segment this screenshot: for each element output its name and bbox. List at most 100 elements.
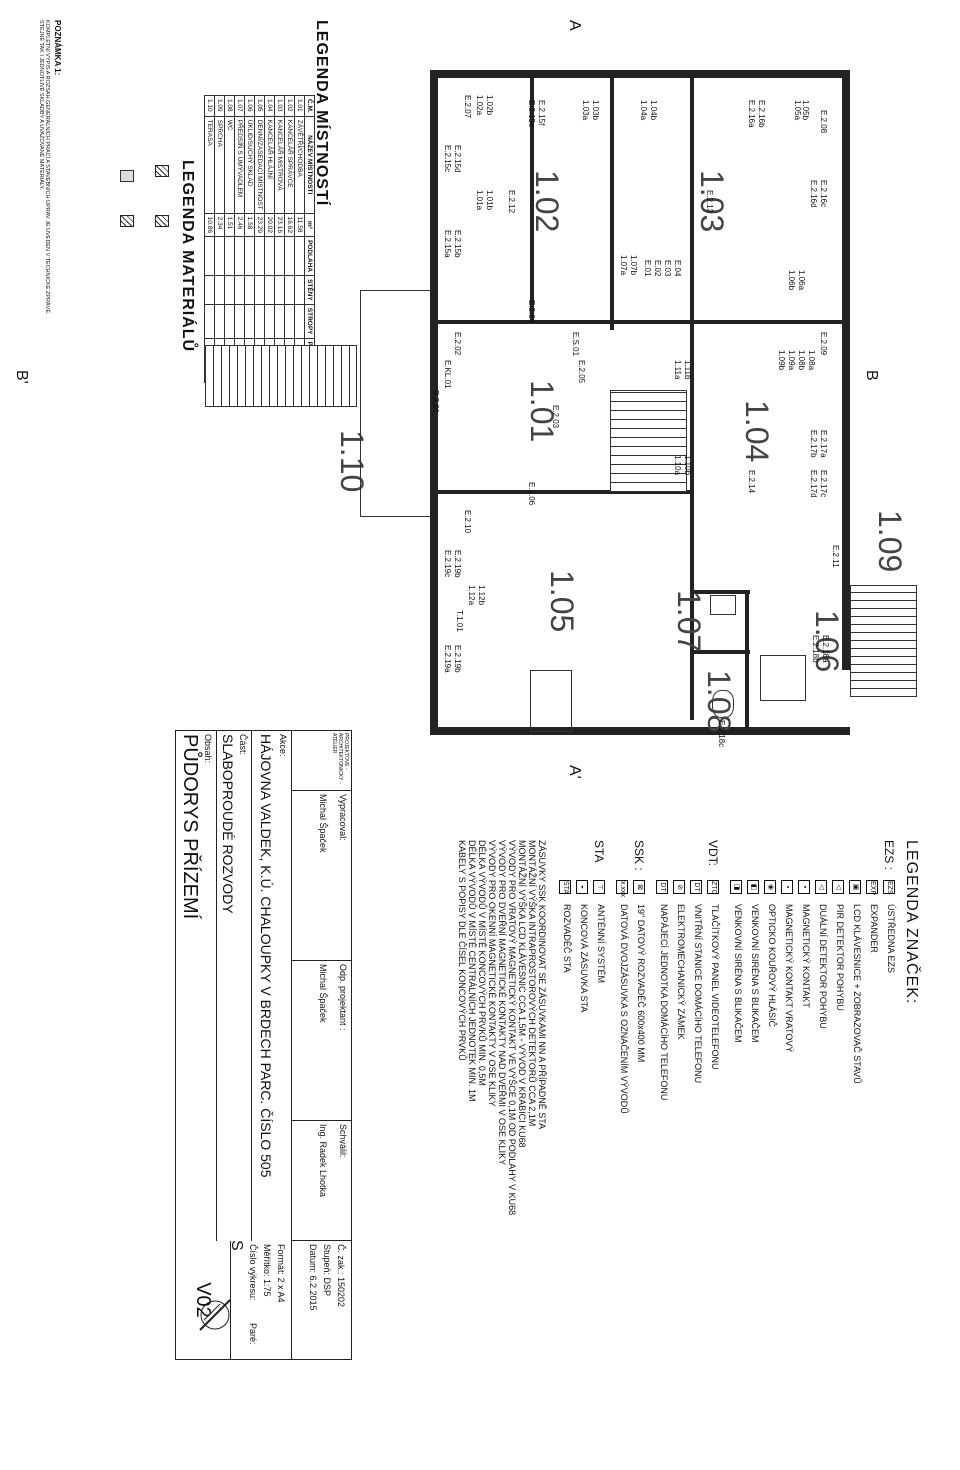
device-label: E.2.18a bbox=[821, 635, 830, 663]
legend-item-text: OPTICKO KOUŘOVÝ HLÁSIČ bbox=[767, 904, 777, 1028]
north-arrow-icon bbox=[185, 1410, 186, 1411]
table-cell bbox=[234, 236, 245, 276]
compass-icon bbox=[188, 1418, 189, 1419]
symbol-legend-title: LEGENDA ZNAČEK: bbox=[903, 840, 920, 1005]
table-cell: TERASA bbox=[204, 116, 215, 214]
table-cell: 10.86 bbox=[204, 213, 215, 237]
symbol-group-code: SSK : bbox=[632, 840, 646, 871]
table-cell: 1.08 bbox=[224, 95, 235, 117]
sink-fixture bbox=[710, 595, 736, 615]
legend-item-text: PIR DETEKTOR POHYBU bbox=[835, 904, 845, 1011]
legend-item-text: 19" DATOVÝ ROZVADĚČ 600x400 MM bbox=[636, 904, 646, 1063]
legend-item-text: MAGNETICKÝ KONTAKT bbox=[801, 904, 811, 1008]
symbol-group-code: STA bbox=[592, 840, 606, 863]
legend-item-text: KONCOVÁ ZÁSUVKA STA bbox=[579, 904, 589, 1013]
device-label: E.2.16c bbox=[819, 180, 828, 208]
table-cell bbox=[224, 236, 235, 276]
table-cell bbox=[274, 236, 285, 276]
north-compass-icon bbox=[190, 1410, 191, 1411]
table-cell bbox=[224, 275, 235, 305]
table-cell bbox=[264, 304, 275, 338]
legend-symbol-icon: ⊤ bbox=[593, 880, 605, 894]
material-swatch bbox=[120, 215, 134, 227]
table-cell bbox=[264, 275, 275, 305]
outer-wall-top bbox=[430, 70, 850, 78]
legend-symbol-icon: EXP bbox=[866, 880, 878, 895]
table-cell bbox=[274, 304, 285, 338]
device-label: E.2.01 bbox=[431, 390, 440, 414]
table-cell: 2.46 bbox=[234, 213, 245, 237]
staircase bbox=[610, 390, 687, 492]
legend-item-text: TLAČÍTKOVÝ PANEL VIDEOTELEFONU bbox=[710, 904, 720, 1070]
symbol-legend-item: DTVNITŘNÍ STANICE DOMÁCÍHO TELEFONU bbox=[686, 880, 703, 1100]
room-number: 1.04 bbox=[739, 400, 775, 463]
note-text: KOMPLETNÍ VÝPIS A ROZSAH GENERÁLNÍCH PRA… bbox=[38, 20, 50, 315]
wall bbox=[690, 650, 750, 654]
legend-item-text: LCD KLÁVESNICE + ZOBRAZOVAČ STAVŮ bbox=[852, 904, 862, 1084]
device-label: 1.11a bbox=[673, 360, 682, 380]
table-cell bbox=[284, 304, 295, 338]
device-label: 1.05b bbox=[801, 100, 810, 121]
symbol-notes: ZÁSUVKY SSK KOORDINOVAT SE ZÁSUVKAMI NN … bbox=[457, 840, 547, 1340]
datum-value: 6.2.2015 bbox=[308, 1275, 318, 1311]
device-label: 1.05a bbox=[793, 100, 802, 121]
stupen-value: DSP bbox=[322, 1277, 332, 1297]
legend-item-text: DUÁLNÍ DETEKTOR POHYBU bbox=[818, 904, 828, 1029]
material-swatch bbox=[120, 170, 134, 182]
section-mark-b: B bbox=[863, 370, 880, 381]
device-label: 1.01b bbox=[485, 190, 494, 211]
device-label: 1.03b bbox=[591, 100, 600, 121]
symbol-legend-item: ◨VENKOVNÍ SIRÉNA S BLIKAČEM bbox=[726, 880, 743, 1084]
meritko-value: 1:75 bbox=[262, 1279, 272, 1297]
table-cell bbox=[244, 275, 255, 305]
format-label: Formát: bbox=[276, 1244, 286, 1276]
device-label: E.2.15e bbox=[527, 100, 536, 128]
table-cell bbox=[214, 275, 225, 305]
legend-symbol-icon: ZTC bbox=[707, 880, 719, 895]
legend-note: ZÁSUVKY SSK KOORDINOVAT SE ZÁSUVKAMI NN … bbox=[537, 840, 547, 1130]
table-cell: KANCELÁŘ MISTROVÁ bbox=[274, 116, 285, 214]
device-label: E.2.10 bbox=[463, 510, 472, 534]
legend-note: MONTÁŽNÍ VÝŠKA LCD KLÁVESNIC CCA 1,5M - … bbox=[517, 840, 527, 1148]
table-cell bbox=[264, 236, 275, 276]
room-number: 1.09 bbox=[872, 510, 908, 573]
table-cell: 1.09 bbox=[214, 95, 225, 117]
outer-wall-bottom bbox=[430, 727, 850, 735]
room-number: 1.02 bbox=[529, 170, 565, 233]
wall bbox=[690, 590, 750, 594]
zak-label: Č. zak.: bbox=[336, 1244, 346, 1275]
entrance-stairs bbox=[850, 585, 917, 697]
device-label: E.2.06 bbox=[527, 482, 536, 506]
device-label: 1.09a bbox=[787, 350, 796, 371]
stupen-label: Stupeň: bbox=[322, 1244, 332, 1276]
legend-item-text: NAPÁJECÍ JEDNOTKA DOMÁCÍHO TELEFONU bbox=[659, 904, 669, 1101]
table-cell bbox=[214, 304, 225, 338]
table-cell: SPRCHA bbox=[214, 116, 225, 214]
rooms-table-header: m² bbox=[304, 213, 315, 237]
wall bbox=[430, 490, 690, 494]
table-cell: KANCELÁŘ HLÁJNÍ bbox=[264, 116, 275, 214]
table-cell: 1.04 bbox=[264, 95, 275, 117]
table-cell: ÚKLID/SUCHÝ SKLAD bbox=[244, 116, 255, 214]
device-label: E.02 bbox=[653, 260, 662, 277]
akce-value: HÁJOVNA VALDEK, K.Ú. CHALOUPKY V BRDECH … bbox=[258, 734, 274, 1178]
rooms-table-header: STROPY bbox=[304, 304, 315, 338]
legend-symbol-icon: ◉ bbox=[764, 880, 776, 894]
legend-item-text: VENKOVNÍ SIRÉNA S BLIKAČEM bbox=[750, 904, 760, 1043]
symbol-legend-item: ◉ OPTICKO KOUŘOVÝ HLÁSIČ bbox=[760, 880, 777, 1084]
symbol-legend-item: ZTC TLAČÍTKOVÝ PANEL VIDEOTELEFONU bbox=[703, 880, 720, 1100]
symbol-legend-item: ⊘ELEKTROMECHANICKÝ ZÁMEK bbox=[669, 880, 686, 1100]
device-label: E.2.17d bbox=[809, 470, 818, 498]
device-label: E.2.15a bbox=[443, 230, 452, 258]
odp-value: Michal Špaček bbox=[318, 964, 328, 1023]
floor-plan: 1.02 1.03 1.01 1.04 1.05 1.06 1.07 1.08 … bbox=[334, 70, 908, 747]
device-label: E.2.16a bbox=[747, 100, 756, 128]
table-cell bbox=[224, 304, 235, 338]
device-label: E.2.14 bbox=[747, 470, 756, 494]
wall bbox=[530, 70, 534, 320]
legend-symbol-icon: DT bbox=[656, 880, 668, 894]
